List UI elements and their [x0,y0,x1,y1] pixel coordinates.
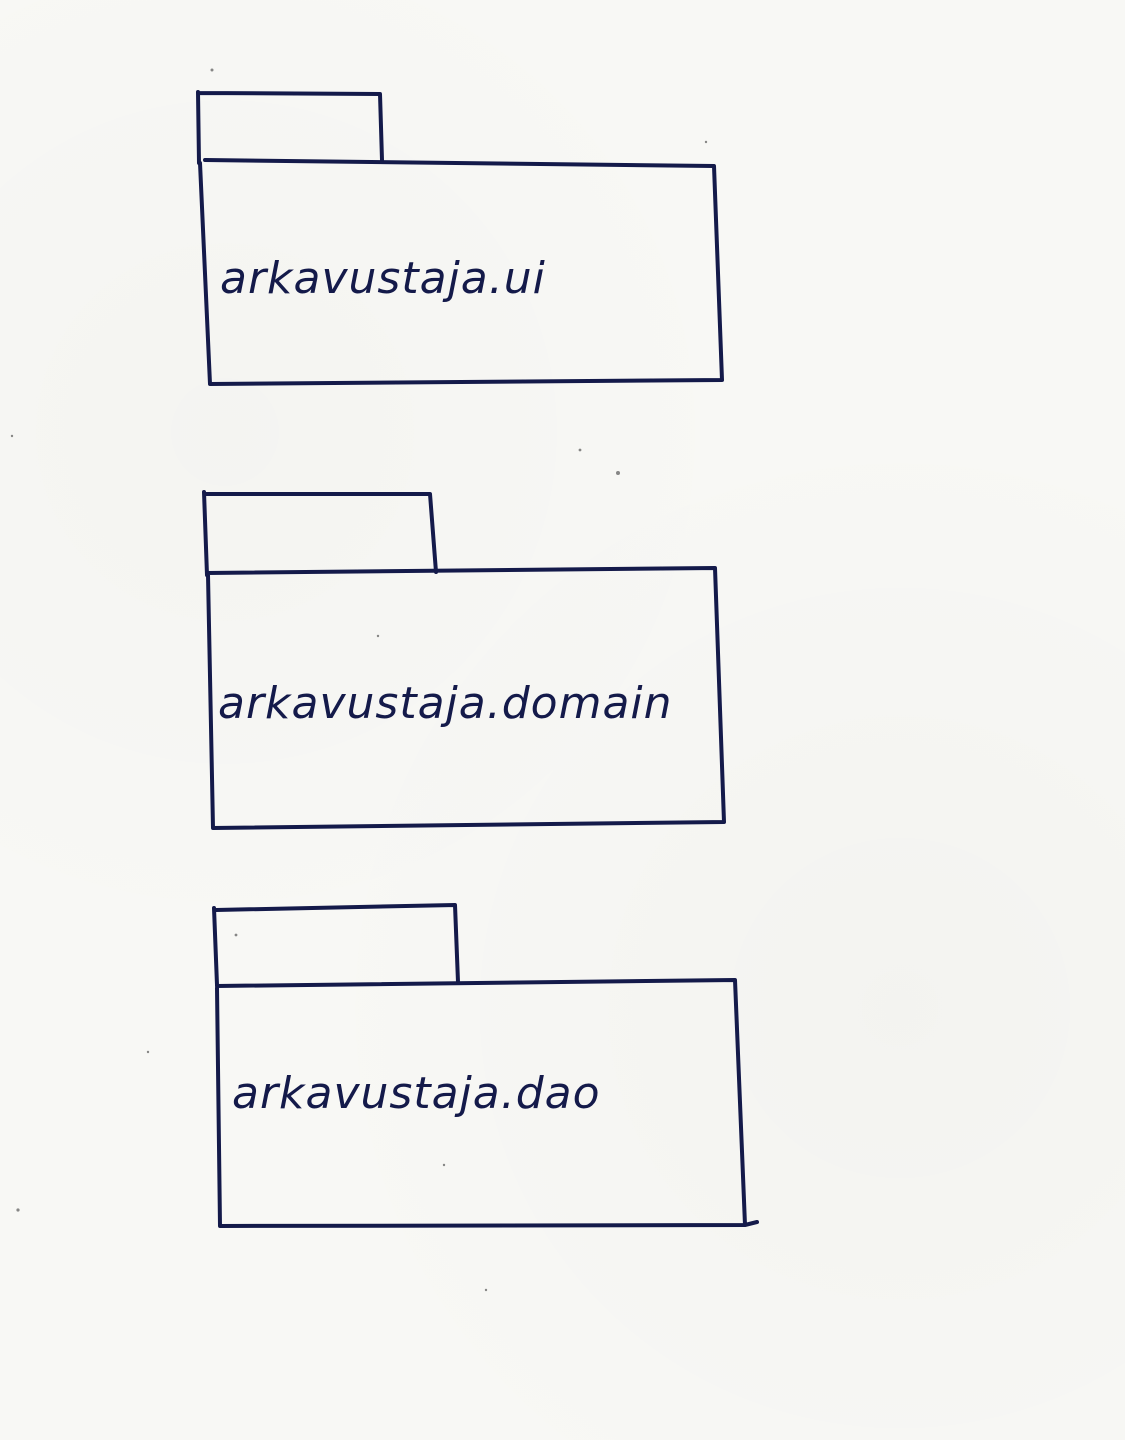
package-dao-body [215,978,759,1228]
paper-specks [10,68,708,1292]
package-dao[interactable]: arkavustaja.dao [212,903,759,1228]
package-domain-label: arkavustaja.domain [218,678,673,729]
package-ui-label: arkavustaja.ui [220,253,546,304]
package-ui-body [198,158,724,386]
package-domain-tab [202,490,438,577]
package-dao-label: arkavustaja.dao [232,1068,601,1119]
package-domain[interactable]: arkavustaja.domain [202,490,726,830]
package-ui[interactable]: arkavustaja.ui [196,90,724,386]
package-ui-tab [196,90,384,165]
package-domain-body [205,566,726,830]
package-dao-tab [212,903,460,987]
